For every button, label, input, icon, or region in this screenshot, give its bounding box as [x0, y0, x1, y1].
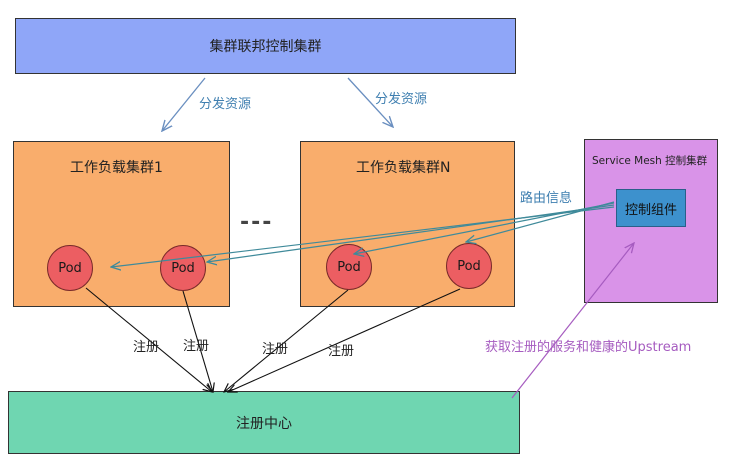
register-arrow-1: [85, 287, 212, 392]
fetch-upstream-arrow: [511, 243, 634, 399]
fetch-upstream-label: 获取注册的服务和健康的Upstream: [485, 340, 692, 355]
registry-center: 注册中心: [8, 391, 520, 454]
routing-info-label: 路由信息: [520, 191, 573, 206]
route-arrow-to-pod-1-a: [111, 206, 615, 267]
register-label-4: 注册: [328, 344, 355, 359]
workload-cluster-n-title: 工作负载集群N: [356, 160, 451, 176]
register-label-2: 注册: [183, 339, 210, 354]
pod-cluster1-a: Pod: [47, 245, 93, 291]
federation-control-cluster: 集群联邦控制集群: [15, 18, 516, 74]
distribute-arrow-left: [162, 77, 206, 131]
pod-clustern-a: Pod: [326, 244, 372, 290]
service-mesh-title: Service Mesh 控制集群: [592, 155, 708, 167]
distribute-label-left: 分发资源: [199, 97, 252, 112]
federation-title: 集群联邦控制集群: [209, 39, 322, 55]
pod-cluster1-b: Pod: [160, 245, 206, 291]
register-arrow-2: [182, 290, 213, 392]
control-component: 控制组件: [616, 189, 686, 227]
distribute-arrow-right: [347, 77, 393, 127]
register-label-3: 注册: [262, 342, 289, 357]
distribute-label-right: 分发资源: [375, 92, 428, 107]
register-label-1: 注册: [133, 340, 160, 355]
cluster-ellipsis: ---: [240, 210, 274, 235]
pod-clustern-b: Pod: [446, 243, 492, 289]
workload-cluster-1-title: 工作负载集群1: [70, 160, 163, 176]
register-arrow-4: [228, 288, 461, 392]
registry-title: 注册中心: [236, 415, 292, 432]
register-arrow-3: [224, 289, 349, 392]
control-component-label: 控制组件: [624, 202, 677, 218]
route-arrow-to-pod-1-b: [207, 204, 615, 262]
